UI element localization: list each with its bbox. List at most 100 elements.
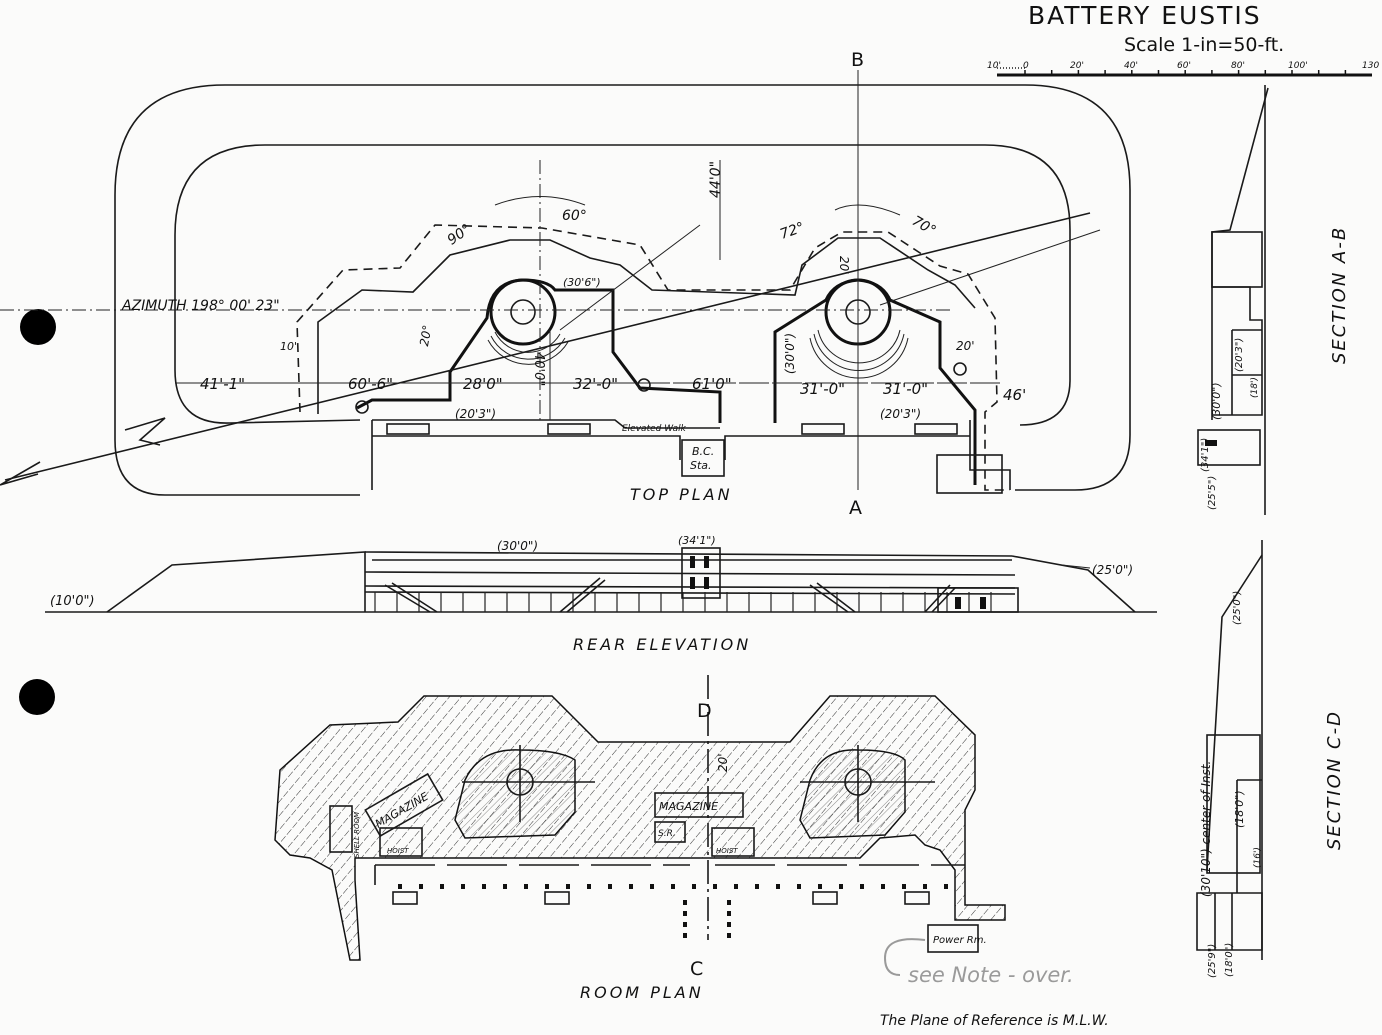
dim-20-right: 20' xyxy=(956,339,975,353)
top-plan: B A TOP PLAN AZIMUTH 198° 00' 23" 90° 60… xyxy=(0,49,1131,519)
column-dot xyxy=(629,884,633,889)
elevation-20-3-left: (20'3") xyxy=(455,407,496,421)
dim-32-0: 32'-0" xyxy=(573,375,618,393)
gun-platform-left xyxy=(489,278,557,346)
magazine-label-right: MAGAZINE xyxy=(659,800,718,813)
davit-left xyxy=(355,400,369,414)
shell-room-short-label: S.R. xyxy=(658,829,676,839)
section-ab-wall xyxy=(1205,440,1217,446)
scale-tick-label: 0 xyxy=(1023,61,1029,71)
column-dot xyxy=(398,884,402,889)
angle-label: 60° xyxy=(562,208,587,224)
column-dot xyxy=(692,884,696,889)
scale-tick-label: 10' xyxy=(987,61,1001,71)
dim-20-top: 20' xyxy=(837,256,851,275)
dim-40-0: 40'0" xyxy=(531,352,546,386)
rear-elevation-label: REAR ELEVATION xyxy=(573,635,751,654)
column-dot xyxy=(650,884,654,889)
elevation-20-3-right: (20'3") xyxy=(880,407,921,421)
scale-note: Scale 1-in=50-ft. xyxy=(1124,34,1284,56)
right-earth-slope xyxy=(1011,555,1136,613)
stair-block xyxy=(547,423,591,435)
section-cd-level: (16') xyxy=(1253,847,1263,868)
section-cd-label: SECTION C-D xyxy=(1324,710,1345,850)
angle-arc xyxy=(494,196,901,216)
pencil-arrow-icon xyxy=(883,938,926,976)
section-cd-slope xyxy=(1206,554,1263,871)
angle-label: 72° xyxy=(778,219,807,243)
hoist-label-left: HOIST xyxy=(387,847,409,855)
room-plan: D C 20' MAGAZINE MAGAZINE SHELL ROOM HOI… xyxy=(274,675,1006,1002)
gun-pivot-left xyxy=(510,299,536,325)
elevation-level-30-0: (30'0") xyxy=(497,539,538,553)
gallery-columns xyxy=(398,884,948,938)
section-cd: (25'0") (30'10") center of Inst. (18'0")… xyxy=(1196,540,1345,978)
dim-61-0: 61'0" xyxy=(692,375,732,393)
power-block-top xyxy=(936,454,1003,494)
tower-window xyxy=(690,556,695,568)
column-dot xyxy=(902,884,906,889)
elevation-30-6: (30'6") xyxy=(563,276,601,289)
dim-41-1: 41'-1" xyxy=(200,375,245,393)
scale-tick-label: 100' xyxy=(1288,61,1308,71)
section-ab-level: (20'3") xyxy=(1234,338,1245,372)
outer-slope-line xyxy=(114,84,1131,496)
elevation-level-10-0: (10'0") xyxy=(50,594,95,609)
column-dot xyxy=(727,933,731,938)
column-dot xyxy=(482,884,486,889)
pencil-note: see Note - over. xyxy=(908,963,1074,987)
left-earth-slope xyxy=(106,551,366,613)
loading-ring-left xyxy=(487,331,569,365)
elevation-stair xyxy=(384,577,956,613)
stair-block xyxy=(386,423,430,435)
section-cd-rooms xyxy=(1196,779,1263,951)
column-dot xyxy=(839,884,843,889)
field-of-fire-line xyxy=(559,224,701,331)
dim-31-0-left: 31'-0" xyxy=(800,380,845,398)
column-dot xyxy=(587,884,591,889)
column-dot xyxy=(727,911,731,916)
column-dot xyxy=(683,911,687,916)
column-dot xyxy=(524,884,528,889)
section-marker-d: D xyxy=(697,700,712,722)
leader-line xyxy=(1061,564,1091,569)
scale-bar: 10' 0 20' 40' 60' 80' 100' 130 xyxy=(987,61,1379,77)
power-room xyxy=(927,924,979,953)
column-dot xyxy=(755,884,759,889)
gallery-wall xyxy=(374,864,965,885)
section-ab-level: (30'0") xyxy=(1210,382,1223,420)
dimension-lines xyxy=(175,160,1000,420)
rear-elevation: (10'0") (30'0") (34'1") (25'0") REAR ELE… xyxy=(45,534,1157,654)
angle-label: 70° xyxy=(909,213,939,239)
scale-tick-label: 40' xyxy=(1124,61,1138,71)
elevation-30-0: (30'0") xyxy=(783,333,797,374)
shell-room-label: SHELL ROOM xyxy=(353,812,361,858)
room-stair xyxy=(904,891,930,905)
shell-room-right xyxy=(654,821,686,843)
column-dot xyxy=(944,884,948,889)
column-dot xyxy=(818,884,822,889)
elevation-level-34-1: (34'1") xyxy=(678,534,716,547)
section-marker-c: C xyxy=(690,958,703,980)
top-plan-label: TOP PLAN xyxy=(630,485,733,504)
magazine-room-left xyxy=(364,772,444,838)
column-dot xyxy=(608,884,612,889)
section-ab-level: (18') xyxy=(1250,377,1260,398)
door xyxy=(955,597,961,609)
scale-tick-label: 130 xyxy=(1362,61,1379,71)
bc-tower xyxy=(681,547,721,599)
column-dot xyxy=(713,884,717,889)
column-dot xyxy=(461,884,465,889)
dim-31-0-right: 31'-0" xyxy=(883,380,928,398)
column-dot xyxy=(727,900,731,905)
power-room-label: Power Rm. xyxy=(933,935,987,946)
section-ab-room xyxy=(1197,429,1261,466)
elevated-walk-label: Elevated Walk xyxy=(622,424,687,434)
column-dot xyxy=(734,884,738,889)
punch-hole xyxy=(19,679,55,715)
dim-46: 46' xyxy=(1003,386,1026,404)
drawing-title: BATTERY EUSTIS xyxy=(1028,1,1262,30)
gun-crosshair xyxy=(462,745,935,822)
